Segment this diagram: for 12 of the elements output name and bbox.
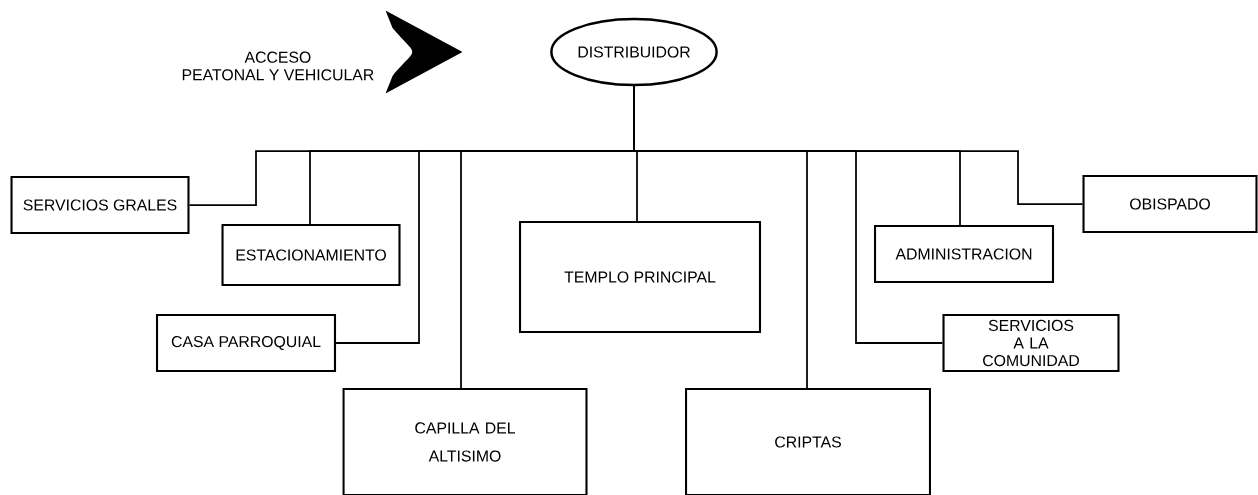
space-box: TEMPLO PRINCIPAL bbox=[518, 220, 762, 334]
space-box: CASA PARROQUIAL bbox=[155, 313, 337, 373]
connector-line bbox=[633, 85, 1084, 205]
space-box: ADMINISTRACION bbox=[873, 224, 1055, 284]
space-box: CAPILLA DEL ALTISIMO bbox=[342, 387, 588, 495]
access-label: ACCESO PEATONAL Y VEHICULAR bbox=[182, 51, 374, 81]
space-box: SERVICIOS GRALES bbox=[10, 175, 190, 235]
space-box: SERVICIOS A LA COMUNIDAD bbox=[942, 313, 1120, 373]
space-box: CRIPTAS bbox=[684, 387, 932, 495]
space-box: ESTACIONAMIENTO bbox=[221, 223, 401, 287]
access-arrow bbox=[385, 10, 463, 94]
space-box: OBISPADO bbox=[1082, 174, 1258, 234]
